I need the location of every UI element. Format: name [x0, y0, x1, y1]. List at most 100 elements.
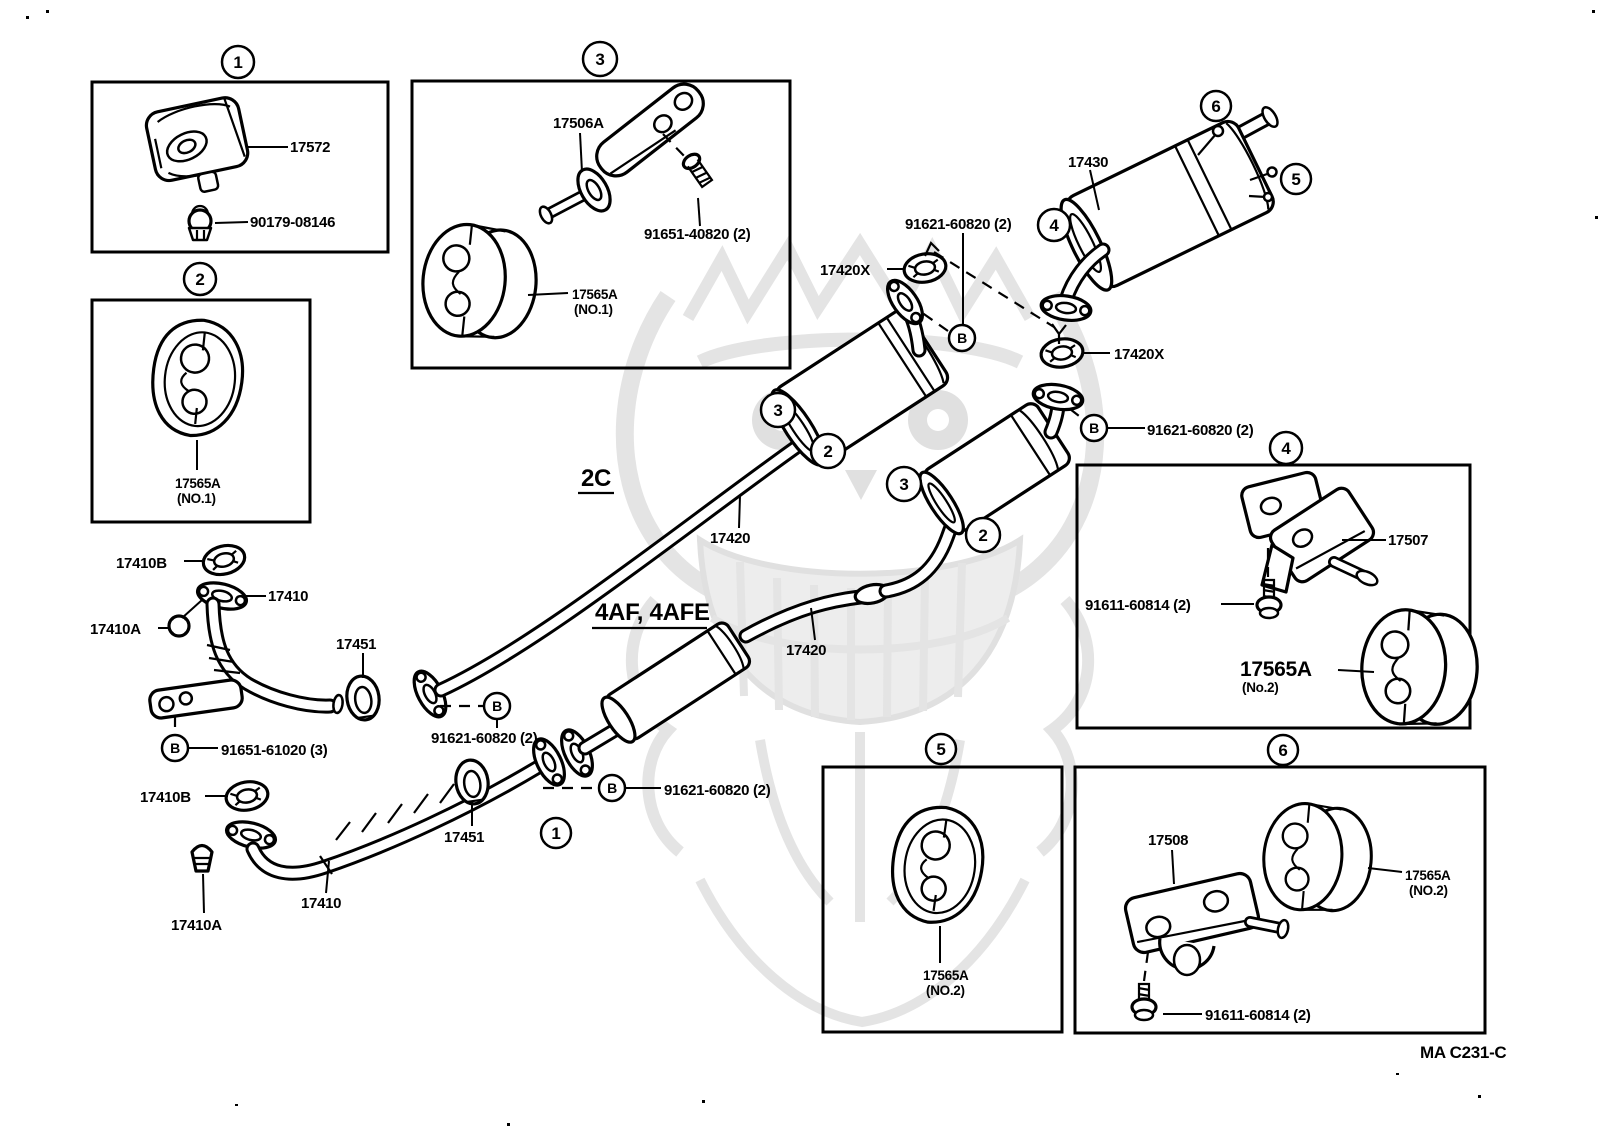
leader-90179 [214, 221, 249, 224]
leader-17508 [1171, 849, 1175, 885]
rubber-hanger-front-drawing [145, 314, 250, 442]
part-label-17420x-2: 17420X [1114, 346, 1164, 363]
part-label-17451-2: 17451 [444, 829, 484, 846]
part-label-91611-2: 91611-60814 (2) [1205, 1007, 1311, 1024]
gasket-17410b-2 [222, 776, 272, 816]
part-label-17410-1: 17410 [268, 588, 308, 605]
rubber-hanger-side-box6 [1257, 798, 1378, 918]
front-pipe1-flange [193, 576, 251, 616]
rubber-hanger-front-box5 [883, 799, 992, 931]
leader-17410-2 [325, 860, 330, 894]
heat-shield-hatch [319, 783, 455, 875]
callout-6-top: 6 [1199, 89, 1233, 123]
callout-1-pipe: 1 [539, 816, 573, 850]
callout-3-pipe1: 3 [759, 391, 797, 429]
rear-muffler-inlet-flange [1037, 291, 1095, 325]
dash-arrowheads [924, 241, 1067, 344]
part-label-91651-40820: 91651-40820 (2) [644, 226, 751, 243]
part-label-17507: 17507 [1388, 532, 1428, 549]
front-pipe1-bracket [148, 678, 244, 720]
part-label-17565a-box4: 17565A [1240, 658, 1312, 681]
callout-5-box: 5 [924, 732, 958, 766]
front-nut-2 [190, 843, 214, 873]
callout-3-pipe1-label: 3 [773, 401, 782, 420]
part-label-17508: 17508 [1148, 832, 1188, 849]
inset-box-5: 5 17565A (NO.2) [821, 732, 1064, 1034]
callout-6-box: 6 [1266, 733, 1300, 767]
callout-1-box: 1 [220, 44, 256, 80]
part-sub-label-no2-box6: (NO.2) [1409, 883, 1448, 898]
part-label-91621-2: 91621-60820 (2) [1147, 422, 1254, 439]
callout-b2-label: B [1089, 420, 1099, 436]
callout-2-box: 2 [182, 261, 218, 297]
damper-17451-2 [451, 756, 493, 808]
leader-hanger-box4 [1337, 669, 1375, 673]
part-label-91621-4: 91621-60820 (2) [664, 782, 771, 799]
part-label-91611-1: 91611-60814 (2) [1085, 597, 1191, 614]
callout-4-box-label: 4 [1281, 439, 1291, 458]
dash-gasket-line [933, 251, 1055, 328]
engine-code-4af: 4AF, 4AFE [595, 599, 710, 626]
part-sub-label-no1-box3: (NO.1) [574, 302, 613, 317]
damper-17451-1 [342, 672, 384, 724]
part-sub-label-no2-box4: (No.2) [1242, 680, 1278, 695]
callout-4-top-label: 4 [1049, 216, 1059, 235]
tail-bracket-bolt-drawing [1130, 951, 1158, 1022]
watermark [615, 232, 1105, 1028]
callout-2-pipe1: 2 [809, 432, 847, 470]
part-label-90179-08146: 90179-08146 [250, 214, 335, 231]
rear-bracket-drawing [1240, 470, 1379, 594]
callout-b2: B 91621-60820 (2) [1069, 408, 1254, 443]
tail-bracket-drawing [1123, 871, 1290, 977]
flex-section-hatch [206, 643, 241, 675]
part-label-17410-2: 17410 [301, 895, 341, 912]
front-nut-1 [167, 614, 191, 638]
callout-5-top-label: 5 [1291, 170, 1300, 189]
callout-b3-label: B [607, 780, 617, 796]
print-specks [26, 10, 1598, 1126]
callout-b4: B 91651-61020 (3) [160, 716, 328, 763]
part-label-17420x-1: 17420X [820, 262, 870, 279]
inset-box-1: 1 17572 90179-08146 [90, 44, 390, 254]
mount-drawing [144, 96, 250, 193]
part-label-17410b-1: 17410B [116, 555, 167, 572]
part-label-17410a-1: 17410A [90, 621, 141, 638]
inset-box-4: 4 17507 91611-60814 (2) [1075, 430, 1483, 731]
callout-6-box-label: 6 [1278, 741, 1287, 760]
callout-4-box: 4 [1268, 430, 1304, 466]
part-sub-label-no1: (NO.1) [177, 491, 216, 506]
leader-hanger-box3 [527, 292, 569, 296]
hanger-pin-right [1249, 171, 1271, 182]
callout-3-label: 3 [595, 50, 604, 69]
callout-3-pipe2-label: 3 [899, 475, 908, 494]
inset-box-6: 6 17508 17565A (NO.2) [1073, 733, 1487, 1035]
callout-6-top-label: 6 [1211, 97, 1220, 116]
callout-1-label: 1 [233, 53, 242, 72]
engine-code-2c: 2C [581, 465, 611, 492]
callout-2-pipe1-label: 2 [823, 442, 832, 461]
part-label-91621-1: 91621-60820 (2) [905, 216, 1012, 233]
center-muffler-4af [918, 402, 1071, 536]
part-label-17410a-2: 17410A [171, 917, 222, 934]
inset-box-2: 2 17565A (NO.1) [90, 261, 312, 524]
callout-b1-label: B [957, 330, 967, 346]
callout-5-top: 5 [1279, 162, 1313, 196]
callout-b4-label: B [170, 740, 180, 756]
part-label-91651-61020: 91651-61020 (3) [221, 742, 328, 759]
callout-b1: B [920, 311, 977, 353]
callout-b3: B 91621-60820 (2) [543, 773, 771, 803]
callout-b5: B 91621-60820 (2) [431, 691, 538, 747]
gasket-17410b-1 [198, 539, 250, 581]
callout-3-pipe2: 3 [885, 465, 923, 503]
callout-2-label: 2 [195, 270, 204, 289]
part-label-17451-1: 17451 [336, 636, 376, 653]
dash-bolt-17506a [662, 133, 687, 159]
part-label-17420-2: 17420 [786, 642, 826, 659]
rubber-hanger-side-drawing [415, 218, 544, 346]
part-label-17565a-box5: 17565A [923, 968, 969, 983]
part-label-17420-1: 17420 [710, 530, 750, 547]
rear-bracket-bolt-drawing [1255, 548, 1283, 620]
part-label-17506a: 17506A [553, 115, 604, 132]
part-label-91621-3: 91621-60820 (2) [431, 730, 538, 747]
